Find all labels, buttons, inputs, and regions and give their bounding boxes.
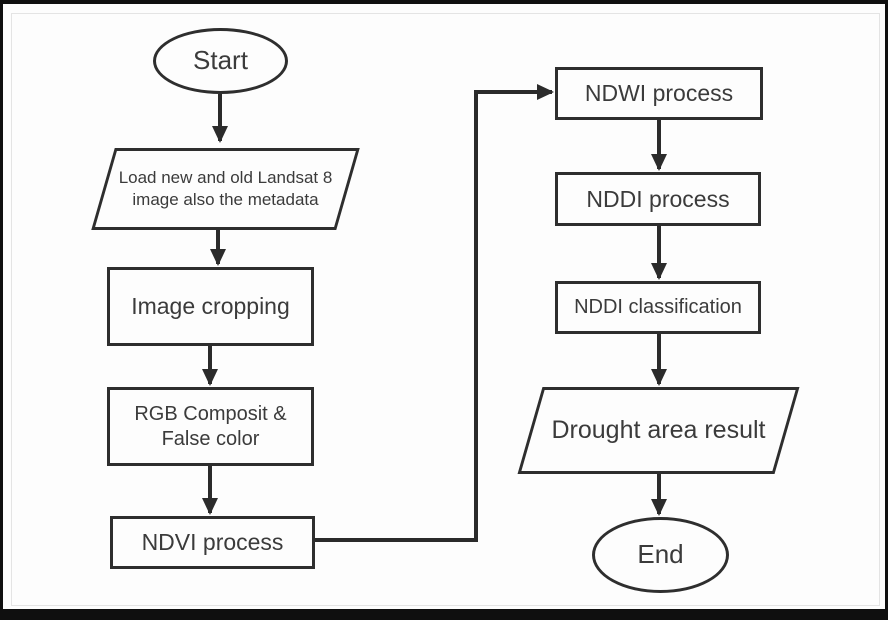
node-label-image-cropping: Image cropping: [131, 293, 290, 320]
node-label-ndvi-process: NDVI process: [141, 529, 284, 556]
flowchart-node-end: End: [592, 517, 729, 593]
node-label-start: Start: [193, 45, 248, 76]
flowchart-node-start: Start: [153, 28, 288, 94]
flowchart-arrows: [202, 84, 667, 542]
node-label-load-data: Load new and old Landsat 8 image also th…: [118, 167, 333, 209]
node-label-rgb-composit: RGB Composit & False color: [134, 403, 287, 450]
flowchart-node-ndwi-process: NDWI process: [555, 67, 763, 120]
node-label-nddi-classification: NDDI classification: [574, 296, 742, 319]
flowchart-node-nddi-classification: NDDI classification: [555, 281, 761, 334]
node-label-drought-result: Drought area result: [551, 416, 766, 445]
node-label-end: End: [637, 539, 684, 570]
node-label-nddi-process: NDDI process: [586, 185, 730, 212]
flowchart-node-ndvi-process: NDVI process: [110, 516, 315, 569]
flowchart-node-load-data: Load new and old Landsat 8 image also th…: [91, 148, 360, 230]
flowchart-node-image-cropping: Image cropping: [107, 267, 314, 346]
flowchart-node-nddi-process: NDDI process: [555, 172, 761, 226]
flowchart-node-drought-result: Drought area result: [517, 387, 800, 474]
node-label-ndwi-process: NDWI process: [584, 80, 734, 107]
arrow-ndvi-to-ndwi: [315, 84, 554, 542]
flowchart-node-rgb-composit: RGB Composit & False color: [107, 387, 314, 466]
